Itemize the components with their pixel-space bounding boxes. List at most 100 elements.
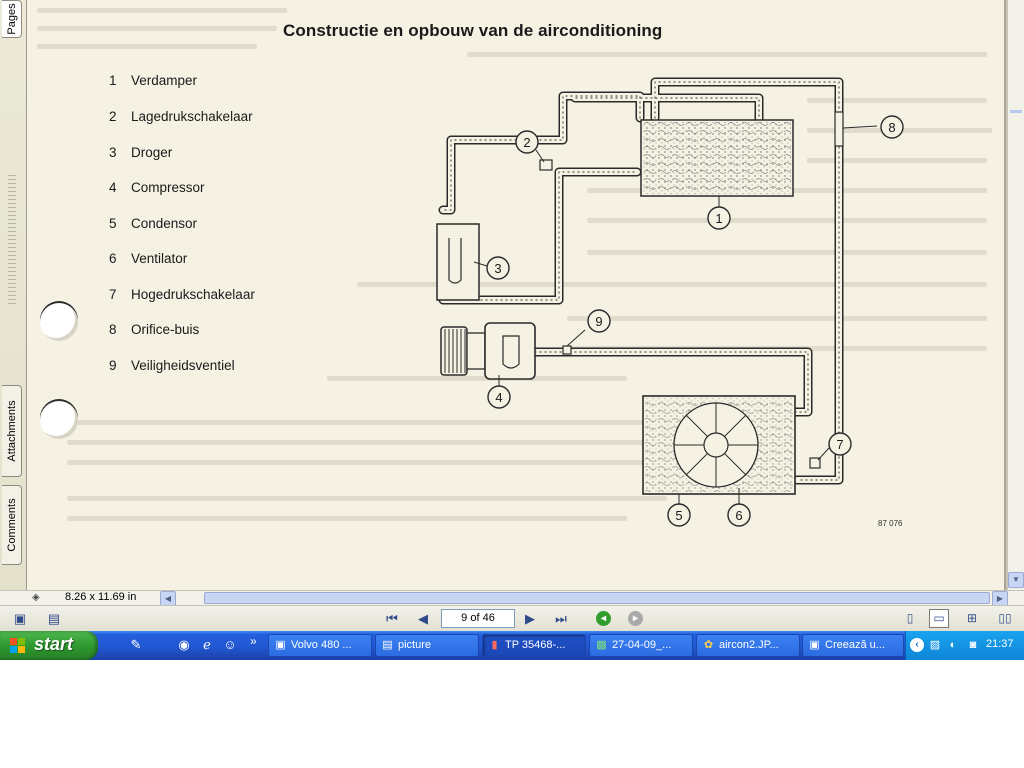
callout-label: 9 (595, 314, 602, 329)
low-pressure-switch (539, 159, 553, 171)
legend-label: Veiligheidsventiel (131, 358, 235, 373)
messenger-icon[interactable]: ☺ (223, 637, 237, 652)
callout-label: 1 (715, 211, 722, 226)
folder-icon: ▤ (382, 639, 393, 651)
vertical-scroll-thumb[interactable] (1010, 110, 1022, 113)
legend-label: Orifice-buis (131, 322, 200, 337)
single-page-icon[interactable]: ▯ (906, 611, 914, 625)
scroll-left-icon[interactable]: ◀ (160, 591, 176, 607)
legend-label: Lagedrukschakelaar (131, 109, 253, 124)
navigation-pane: Pages Attachments Comments (0, 0, 27, 590)
prev-page-icon[interactable]: ◀ (418, 611, 428, 626)
clock: 21:37 (986, 638, 1014, 650)
legend-number: 5 (109, 216, 117, 231)
start-button[interactable]: start (0, 631, 98, 660)
tray-app-icon[interactable]: ◙ (969, 639, 977, 651)
tab-pages[interactable]: Pages (2, 0, 22, 38)
horizontal-scroll-thumb[interactable] (204, 592, 990, 604)
page-layout-icon[interactable]: ▤ (47, 611, 61, 626)
pipe-evaporator-to-drier (438, 91, 645, 215)
windows-taskbar: start ✎ ◉ ℯ ☺ » ▣Volvo 480 ... ▤picture … (0, 631, 1024, 660)
windows-logo-icon (10, 638, 25, 653)
last-page-icon[interactable]: ⏭ (555, 611, 567, 626)
punch-hole (40, 401, 78, 439)
callout-label: 2 (523, 135, 530, 150)
desktop-screen: Pages Attachments Comments (0, 0, 1024, 660)
show-through-text (567, 316, 987, 321)
back-view-icon[interactable]: ◂ (596, 611, 611, 626)
taskbar-item-label: TP 35468-... (505, 639, 566, 651)
show-through-text (807, 98, 987, 103)
high-pressure-switch (809, 457, 821, 469)
taskbar-item[interactable]: ✿ aircon2.JP... (696, 634, 800, 657)
pdf-icon: ▮ (491, 639, 498, 651)
taskbar-item[interactable]: ▩27-04-09_... (589, 634, 693, 657)
taskbar-item[interactable]: ▤picture (375, 634, 479, 657)
quicklaunch-browser-icon[interactable]: ◉ (178, 637, 190, 652)
scroll-right-icon[interactable]: ▶ (992, 591, 1008, 607)
show-through-text (807, 158, 987, 163)
show-through-text (67, 496, 667, 501)
taskbar-item-label: aircon2.JP... (719, 639, 779, 651)
page-size-icon: ◈ (32, 592, 40, 603)
taskbar-item-active[interactable]: ▮ TP 35468-... (482, 634, 586, 657)
internet-explorer-icon[interactable]: ℯ (203, 637, 211, 652)
show-through-text (67, 420, 667, 425)
first-page-icon[interactable]: ⏮ (386, 611, 398, 626)
tray-expand-icon[interactable]: ‹ (910, 638, 924, 652)
next-page-icon[interactable]: ▶ (525, 611, 535, 626)
legend-number: 8 (109, 322, 117, 337)
callout-circle (727, 503, 751, 527)
legend-number: 3 (109, 145, 117, 160)
taskbar-item[interactable]: ▣Creează u... (802, 634, 904, 657)
document-title: Constructie en opbouw van de airconditio… (283, 21, 663, 40)
taskbar-item-label: Creează u... (825, 639, 885, 651)
page-number-field[interactable]: 9 of 46 (441, 609, 515, 628)
legend-label: Compressor (131, 180, 205, 195)
show-through-text (357, 282, 987, 287)
callout-circle (487, 385, 511, 409)
legend-number: 1 (109, 73, 117, 88)
callout-leaders (473, 125, 878, 504)
callout-circle (486, 256, 510, 280)
callout-circle (707, 206, 731, 230)
callout-label: 6 (735, 508, 742, 523)
show-desktop-icon[interactable]: ✎ (130, 637, 142, 652)
tab-attachments[interactable]: Attachments (2, 385, 22, 477)
continuous-page-icon[interactable]: ▭ (929, 609, 949, 628)
page-navigation-toolbar: ▣ ▤ ⏮ ◀ 9 of 46 ▶ ⏭ ◂ ▸ ▯ ▭ ⊞ ▯▯ (0, 605, 1024, 631)
volume-icon[interactable]: ◐ (949, 639, 957, 651)
tab-comments[interactable]: Comments (2, 485, 22, 565)
scroll-down-icon[interactable]: ▼ (1008, 572, 1024, 588)
show-through-text (37, 44, 257, 49)
quicklaunch-chevron-icon[interactable]: » (250, 634, 257, 648)
tab-comments-label: Comments (5, 498, 18, 552)
callout-label: 3 (494, 261, 501, 276)
tab-pages-label: Pages (5, 3, 18, 35)
callout-circle (828, 432, 852, 456)
facing-pages-icon[interactable]: ⊞ (966, 611, 978, 625)
page-thumbnail-icon[interactable]: ▣ (13, 611, 27, 626)
network-icon[interactable]: ▨ (929, 639, 941, 651)
image-icon: ▩ (596, 639, 607, 651)
continuous-facing-icon[interactable]: ▯▯ (998, 611, 1012, 625)
legend-number: 9 (109, 358, 117, 373)
callout-circle (667, 503, 691, 527)
forward-view-icon[interactable]: ▸ (628, 611, 643, 626)
document-viewport[interactable]: Constructie en opbouw van de airconditio… (27, 0, 1007, 590)
figure-reference: 87 076 (878, 519, 903, 528)
legend-label: Ventilator (131, 251, 188, 266)
refrigerant-pipes (438, 77, 844, 485)
document-page: Constructie en opbouw van de airconditio… (27, 0, 1004, 590)
compressor (440, 322, 536, 380)
taskbar-item[interactable]: ▣Volvo 480 ... (268, 634, 372, 657)
vertical-scrollbar[interactable]: ▼ (1007, 0, 1024, 590)
aircon-diagram: 1 2 3 4 5 6 7 8 9 87 076 (436, 77, 904, 528)
callout-circle (515, 130, 539, 154)
paint-icon: ✿ (703, 639, 714, 651)
taskbar-item-label: Volvo 480 ... (291, 639, 352, 651)
pane-resize-grip[interactable] (8, 175, 16, 305)
